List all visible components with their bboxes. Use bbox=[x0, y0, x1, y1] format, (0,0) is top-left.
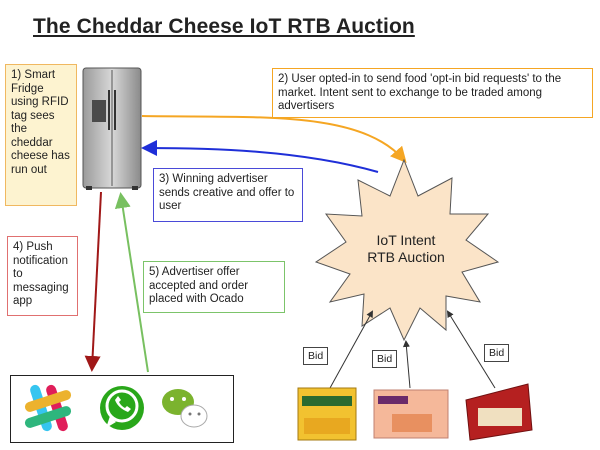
auction-burst bbox=[314, 158, 500, 342]
page-title: The Cheddar Cheese IoT RTB Auction bbox=[33, 15, 415, 38]
wechat-icon bbox=[162, 389, 208, 428]
slack-icon bbox=[24, 384, 72, 432]
bid-line-1 bbox=[329, 310, 373, 389]
auction-label-line1: IoT Intent bbox=[376, 232, 436, 248]
cheese-product-1 bbox=[297, 387, 357, 441]
step2-note: 2) User opted-in to send food 'opt-in bi… bbox=[272, 68, 593, 118]
whatsapp-icon bbox=[100, 386, 144, 430]
fridge-icon bbox=[82, 67, 142, 190]
step3-note: 3) Winning advertiser sends creative and… bbox=[153, 168, 303, 222]
step1-note: 1) Smart Fridge using RFID tag sees the … bbox=[5, 64, 77, 206]
cheese-product-3 bbox=[465, 383, 533, 441]
step4-note: 4) Push notification to messaging app bbox=[7, 236, 78, 316]
bid-label-3: Bid bbox=[484, 344, 510, 362]
step4-arrow bbox=[84, 191, 102, 372]
step2-arrow bbox=[141, 115, 407, 163]
bid-line-3 bbox=[446, 310, 496, 389]
bid-label-1: Bid bbox=[303, 347, 329, 365]
auction-label-line2: RTB Auction bbox=[367, 249, 445, 265]
auction-label: IoT Intent RTB Auction bbox=[356, 232, 456, 266]
messaging-apps-panel bbox=[10, 375, 234, 443]
cheese-product-2 bbox=[373, 389, 449, 439]
step5-note: 5) Advertiser offer accepted and order p… bbox=[143, 261, 285, 313]
bid-label-2: Bid bbox=[372, 350, 398, 368]
step3-arrow bbox=[141, 140, 379, 173]
step5-arrow bbox=[114, 192, 149, 373]
bid-line-2 bbox=[402, 340, 411, 389]
